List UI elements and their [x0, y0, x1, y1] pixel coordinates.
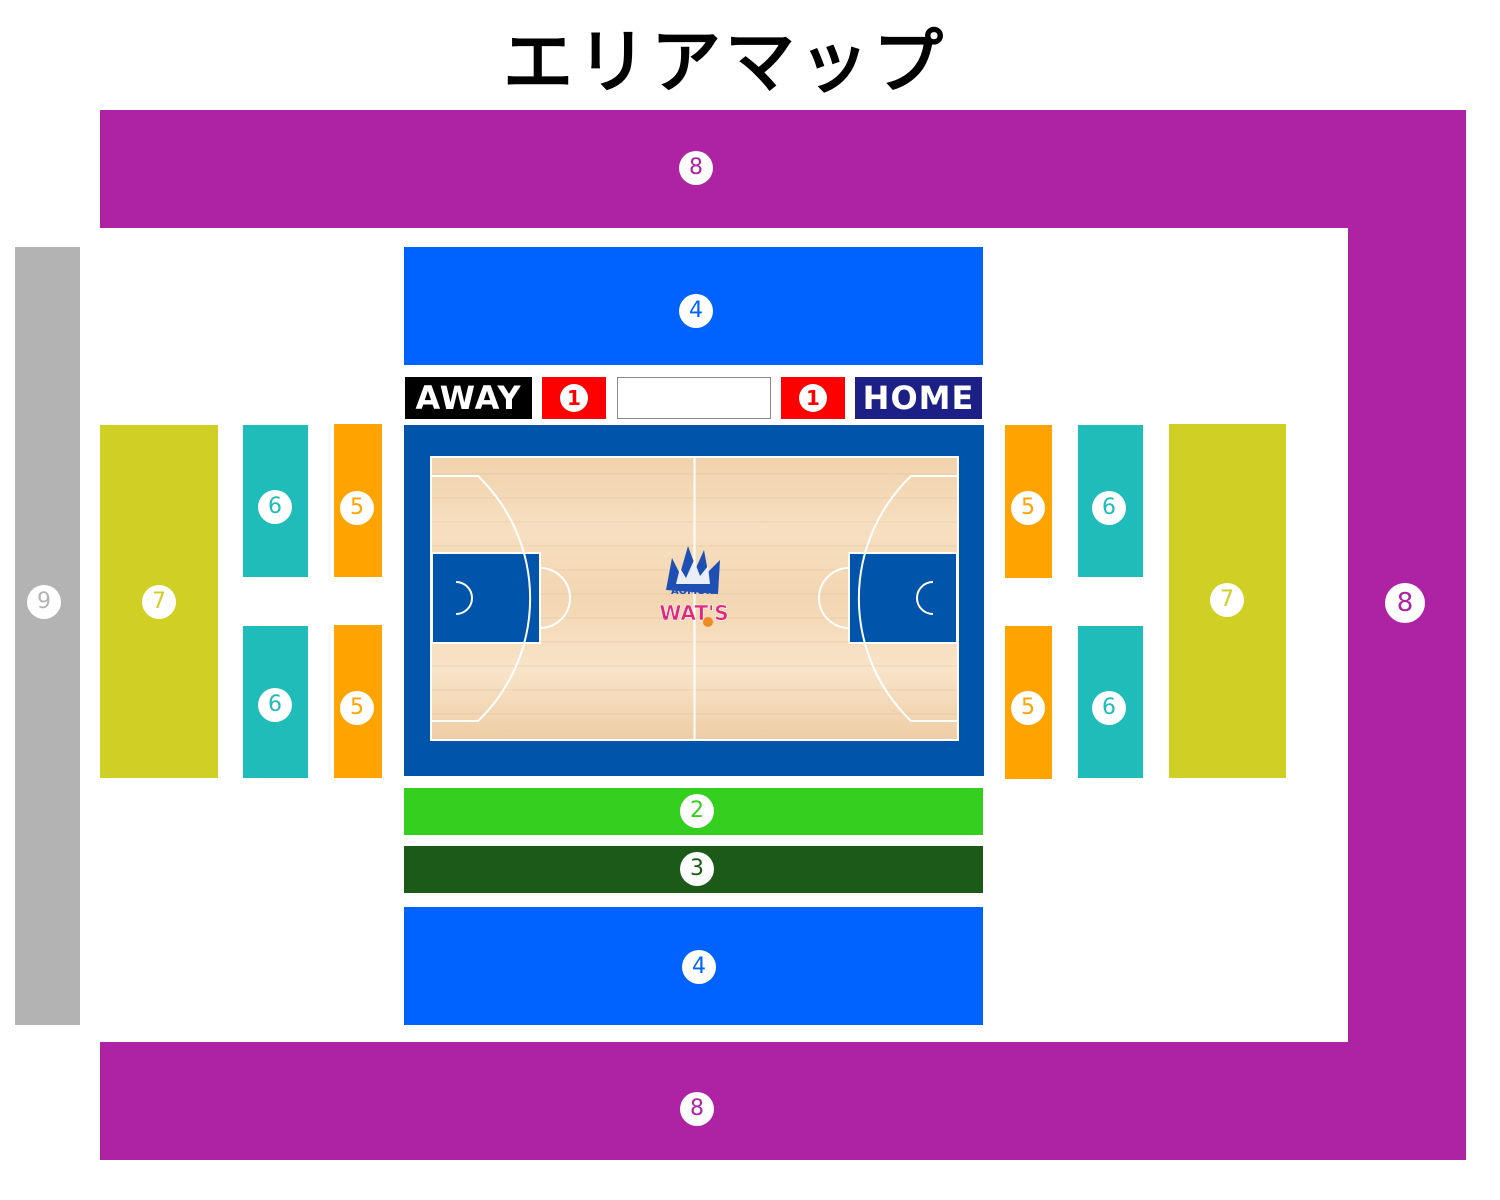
home-team-area[interactable]: 1 — [781, 377, 845, 419]
basketball-court: AOMORI WAT'S — [430, 456, 959, 741]
home-team-area-badge: 1 — [799, 384, 827, 412]
right-paint — [848, 552, 958, 644]
left-paint — [431, 552, 541, 644]
away-team-area[interactable]: 1 — [542, 377, 606, 419]
area-4-bottom-badge: 4 — [682, 950, 716, 984]
logo-bottom-text: WAT'S — [659, 601, 728, 625]
area-4-top-badge: 4 — [679, 294, 713, 328]
team-logo: AOMORI WAT'S — [659, 546, 729, 627]
away-bar — [405, 377, 532, 419]
center-panel — [617, 377, 771, 419]
area-9[interactable] — [15, 247, 80, 1025]
area-8-top-badge: 8 — [679, 151, 713, 185]
away-label: AWAY — [415, 379, 522, 417]
area-8-bottom[interactable] — [100, 1042, 1466, 1160]
area-8-bottom-badge: 8 — [680, 1092, 714, 1126]
area-5-right-lower-badge: 5 — [1011, 691, 1045, 725]
area-7-right-badge: 7 — [1210, 583, 1244, 617]
area-5-left-upper-badge: 5 — [340, 491, 374, 525]
area-8-right-badge: 8 — [1385, 583, 1425, 623]
area-9-badge: 9 — [27, 585, 61, 619]
area-6-left-lower-badge: 6 — [258, 688, 292, 722]
home-label: HOME — [862, 379, 975, 417]
area-6-right-upper-badge: 6 — [1092, 491, 1126, 525]
area-3-badge: 3 — [680, 852, 714, 886]
away-team-area-badge: 1 — [560, 384, 588, 412]
area-5-left-lower-badge: 5 — [340, 691, 374, 725]
area-6-left-upper-badge: 6 — [258, 490, 292, 524]
page-title: エリアマップ — [503, 21, 947, 103]
logo-top-text: AOMORI — [671, 586, 717, 597]
area-8-top[interactable] — [100, 110, 1466, 228]
area-5-right-upper-badge: 5 — [1011, 491, 1045, 525]
area-2-badge: 2 — [680, 794, 714, 828]
area-8-right[interactable] — [1348, 110, 1466, 1160]
area-6-right-lower-badge: 6 — [1092, 691, 1126, 725]
home-bar — [855, 377, 982, 419]
area-7-left-badge: 7 — [142, 585, 176, 619]
